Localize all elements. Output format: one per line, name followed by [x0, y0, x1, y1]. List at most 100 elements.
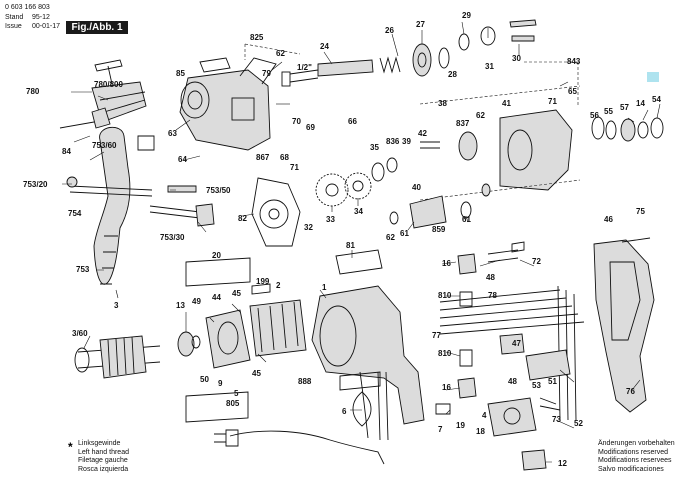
- callout-label: 45: [232, 289, 241, 298]
- issue-date: 00-01-17: [32, 23, 61, 30]
- callout-label: 39: [402, 137, 411, 146]
- callout-label: 753/50: [206, 186, 231, 195]
- armature-illustration: [74, 257, 307, 423]
- legend-line: Rosca izquierda: [78, 465, 129, 473]
- notice-line: Änderungen vorbehalten: [598, 440, 675, 447]
- callout-label: 41: [502, 99, 511, 108]
- callout-label: 837: [456, 119, 470, 128]
- thread-size-annotation: 1/2": [297, 63, 312, 72]
- callout-label: 81: [346, 241, 355, 250]
- callout-label: 26: [385, 26, 394, 35]
- auxiliary-handle-illustration: [66, 126, 215, 285]
- callout-label: 44: [212, 293, 221, 302]
- callout-label: 50: [200, 375, 209, 384]
- callout-label: 33: [326, 215, 335, 224]
- callout-label: 6: [342, 407, 347, 416]
- callout-label: 45: [252, 369, 261, 378]
- callout-label: 53: [532, 381, 541, 390]
- callout-label: 2: [276, 281, 281, 290]
- callout-label: 56: [590, 111, 599, 120]
- notice-line: Modifications reserved: [598, 448, 669, 456]
- callout-label: 12: [558, 459, 567, 468]
- stand-label: Stand: [5, 14, 24, 21]
- callout-label: 24: [320, 42, 329, 51]
- callout-label: 73: [552, 415, 561, 424]
- callout-label: 54: [652, 95, 661, 104]
- legend-line: Filetage gauche: [78, 457, 128, 464]
- callout-label: 40: [412, 183, 421, 192]
- callout-label: 836: [386, 137, 400, 146]
- callout-label: 82: [238, 214, 247, 223]
- callout-label: 34: [354, 207, 363, 216]
- callout-label: 19: [456, 421, 465, 430]
- callout-label: 51: [548, 377, 557, 386]
- callout-label: 66: [348, 117, 357, 126]
- callout-label: 7: [438, 425, 443, 434]
- callout-label: 84: [62, 147, 71, 156]
- callout-label: 780: [26, 87, 40, 96]
- callout-label: 888: [298, 377, 312, 386]
- callout-label: 71: [290, 163, 299, 172]
- callout-label: 859: [432, 225, 446, 234]
- callout-label: 805: [226, 399, 240, 408]
- callout-label: 48: [508, 377, 517, 386]
- callout-label: 42: [418, 129, 427, 138]
- intermediate-housing-illustration: [419, 72, 664, 201]
- callout-label: 825: [250, 33, 264, 42]
- callout-labels: 825 62 24 26 27 29 780 780/800 85 79 28 …: [23, 11, 661, 468]
- callout-label: 52: [574, 419, 583, 428]
- callout-label: 843: [567, 57, 581, 66]
- callout-label: 65: [568, 87, 577, 96]
- callout-label: 14: [636, 99, 645, 108]
- part-number: 0 603 166 803: [5, 4, 50, 11]
- callout-label: 71: [548, 97, 557, 106]
- callout-label: 3/60: [72, 329, 88, 338]
- callout-label: 753/20: [23, 180, 48, 189]
- callout-label: 5: [234, 389, 239, 398]
- callout-label: 4: [482, 411, 487, 420]
- gear-housing-illustration: [179, 57, 290, 151]
- callout-label: 753: [76, 265, 90, 274]
- callout-label: 753/60: [92, 141, 117, 150]
- callout-label: 57: [620, 103, 629, 112]
- callout-label: 810: [438, 291, 452, 300]
- spindle-assembly-illustration: [281, 19, 537, 87]
- callout-label: 79: [262, 69, 271, 78]
- left-hand-thread-legend: Linksgewinde Left hand thread Filetage g…: [78, 440, 129, 474]
- callout-label: 61: [400, 229, 409, 238]
- callout-label: 32: [304, 223, 313, 232]
- callout-label: 64: [178, 155, 187, 164]
- callout-label: 69: [306, 123, 315, 132]
- callout-label: 47: [512, 339, 521, 348]
- switch-wiring-illustration: [435, 241, 585, 471]
- callout-label: 867: [256, 153, 270, 162]
- callout-label: 75: [636, 207, 645, 216]
- legend-line: Linksgewinde: [78, 440, 121, 447]
- leader-lines: [62, 21, 661, 463]
- callout-label: 30: [512, 54, 521, 63]
- callout-label: 78: [488, 291, 497, 300]
- notice-line: Modifications reservees: [598, 457, 672, 464]
- legend-line: Left hand thread: [78, 448, 129, 456]
- callout-label: 3: [114, 301, 119, 310]
- callout-label: 810: [438, 349, 452, 358]
- callout-label: 85: [176, 69, 185, 78]
- callout-label: 38: [438, 99, 447, 108]
- callout-label: 753/30: [160, 233, 185, 242]
- callout-label: 16: [442, 259, 451, 268]
- callout-label: 77: [432, 331, 441, 340]
- callout-label: 72: [532, 257, 541, 266]
- callout-label: 29: [462, 11, 471, 20]
- callout-label: 28: [448, 70, 457, 79]
- callout-label: 68: [280, 153, 289, 162]
- callout-label: 48: [486, 273, 495, 282]
- left-hand-thread-symbol: *: [68, 440, 73, 454]
- callout-label: 13: [176, 301, 185, 310]
- gasket-illustration: [251, 177, 301, 247]
- gear-set-illustration: [315, 157, 491, 229]
- notice-line: Salvo modificaciones: [598, 465, 664, 473]
- callout-label: 55: [604, 107, 613, 116]
- callout-label: 780/800: [94, 80, 123, 89]
- callout-label: 70: [292, 117, 301, 126]
